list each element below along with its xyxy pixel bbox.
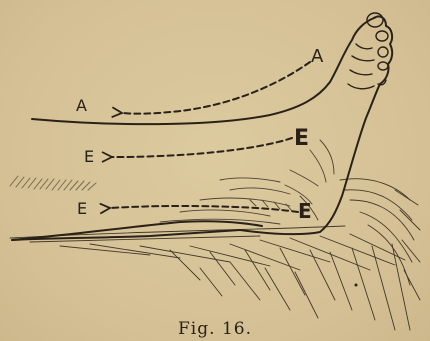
figure-caption: Fig. 16.: [178, 319, 252, 339]
arrow-upper: [122, 62, 310, 114]
arrow-lower: [110, 206, 298, 212]
label-e-lower-right: E: [298, 199, 312, 223]
label-a-right: A: [311, 46, 324, 67]
arrow-middle: [112, 138, 292, 157]
ground-hatching: [10, 179, 420, 330]
label-e-middle-right: E: [294, 126, 309, 151]
label-e-lower-left: E: [77, 199, 87, 218]
ink-speck: [355, 284, 358, 287]
label-a-left: A: [76, 96, 87, 115]
toe-details: [348, 13, 388, 89]
label-e-middle-left: E: [84, 147, 94, 166]
shadow-hatch: [10, 176, 96, 190]
